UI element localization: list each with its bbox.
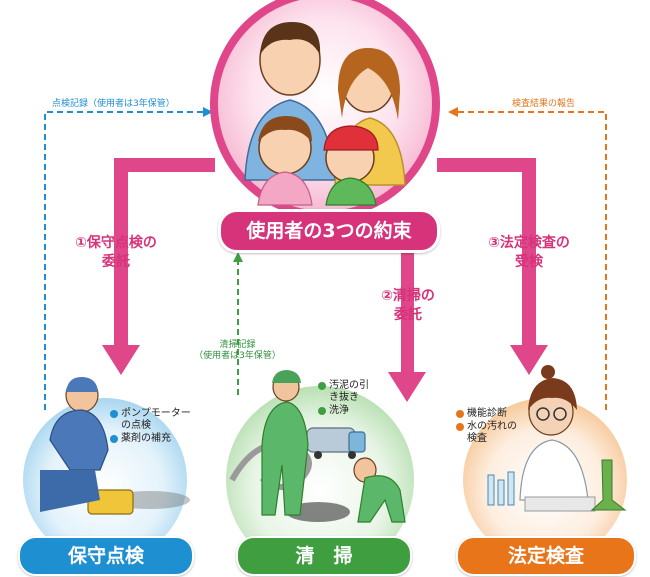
left-note: 点検記録（使用者は3年保管）	[52, 99, 175, 109]
center-note-line-2: （使用者は3年保管）	[194, 351, 281, 361]
inspection-bullets: 機能診断 水の汚れの検査	[456, 408, 526, 446]
pink-arrows	[102, 158, 548, 402]
cleaning-bullets: 汚泥の引き抜き 洗浄	[318, 380, 378, 418]
maintenance-illustration	[40, 376, 190, 515]
step-2-line-1: ②清掃の	[381, 288, 435, 304]
bullet-item: 汚泥の引き抜き	[318, 380, 378, 404]
step-3-line-2: 受検	[515, 254, 543, 270]
arrow-center	[388, 246, 426, 402]
bullet-item: 洗浄	[318, 405, 378, 417]
maintenance-bullets: ポンプモーターの点検 薬剤の補充	[110, 408, 200, 446]
bullet-item: 機能診断	[456, 408, 526, 420]
center-dashed-arrowhead	[233, 252, 243, 262]
step-3-label: ③法定検査の 受検	[468, 234, 590, 272]
bullet-item: 水の汚れの検査	[456, 421, 526, 445]
step-2-label: ②清掃の 委託	[358, 287, 458, 325]
center-note-line-1: 清掃記録	[219, 340, 256, 350]
family-illustration	[244, 22, 406, 206]
cleaning-label: 清 掃	[236, 536, 412, 576]
bullet-item: ポンプモーターの点検	[110, 408, 200, 432]
step-1-line-2: 委託	[102, 254, 130, 270]
inspection-illustration	[487, 365, 627, 512]
right-note: 検査結果の報告	[512, 99, 576, 109]
bullet-item: 薬剤の補充	[110, 433, 200, 445]
step-1-line-1: ①保守点検の	[75, 235, 157, 251]
left-dashed-connector	[44, 111, 203, 410]
arrow-left	[102, 158, 215, 375]
center-note: 清掃記録 （使用者は3年保管）	[190, 340, 285, 362]
step-3-line-1: ③法定検査の	[488, 235, 570, 251]
inspection-label: 法定検査	[456, 536, 636, 576]
maintenance-label: 保守点検	[18, 536, 194, 576]
step-1-label: ①保守点検の 委託	[58, 234, 174, 272]
step-2-line-2: 委託	[394, 307, 422, 323]
cleaning-illustration	[229, 370, 406, 523]
center-label: 使用者の3つの約束	[218, 209, 440, 253]
left-dashed-arrowhead	[203, 107, 213, 117]
right-dashed-arrowhead	[448, 107, 458, 117]
arrow-right	[437, 158, 548, 375]
